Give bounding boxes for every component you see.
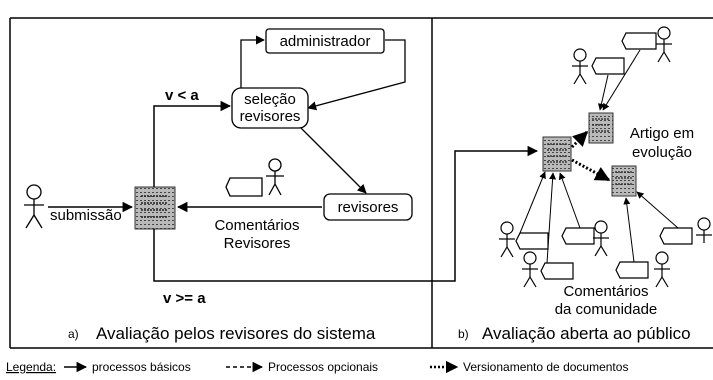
revisores-node: revisores — [323, 193, 413, 221]
arrow-to-administrador — [240, 35, 265, 90]
comment-link-1 — [519, 171, 546, 234]
artigo-label-2: evolução — [632, 144, 692, 161]
arrow-admin-back — [307, 39, 406, 111]
comment-link-3 — [546, 172, 557, 264]
administrador-node: administrador — [265, 28, 385, 54]
legend-title: Legenda: — [6, 360, 56, 374]
comment-link-top-2 — [597, 74, 609, 111]
arrow-to-revisores — [299, 126, 367, 194]
selecao-label-1: seleção — [244, 91, 296, 108]
reviewer-icon — [225, 158, 284, 197]
evolving-document-icon-2 — [611, 165, 637, 197]
evolving-document-icon-1 — [588, 112, 614, 144]
legend-item-optional: Processos opcionais — [268, 360, 378, 374]
legend-item-basic: processos básicos — [92, 360, 191, 374]
comentarios-label-2: Revisores — [224, 235, 291, 252]
submissao-label: submissão — [50, 207, 122, 224]
selecao-revisores-node: seleção revisores — [231, 87, 309, 129]
submitter-icon — [24, 184, 44, 229]
public-document-icon — [542, 136, 572, 172]
submitted-document-icon — [134, 186, 176, 230]
arrow-to-public — [153, 145, 539, 282]
comunidade-label-2: da comunidade — [555, 301, 658, 318]
legend-item-versioning: Versionamento de documentos — [463, 360, 628, 374]
artigo-label-1: Artigo em — [630, 125, 694, 142]
caption-b-letter: b) — [458, 327, 469, 341]
community-member-icon — [572, 26, 672, 85]
comment-link-4 — [623, 197, 635, 263]
legend: Legenda: processos básicos Processos opc… — [6, 360, 628, 374]
selecao-label-2: revisores — [240, 108, 301, 125]
caption-a-letter: a) — [68, 327, 79, 341]
v-ge-a-label: v >= a — [163, 290, 206, 307]
revisores-label: revisores — [338, 199, 399, 216]
panel-a-frame — [9, 17, 713, 349]
arrow-to-selecao — [153, 100, 232, 187]
community-members-bottom — [499, 217, 712, 288]
comment-link-5 — [636, 191, 679, 229]
comentarios-label-1: Comentários — [214, 217, 299, 234]
comment-link-2 — [558, 172, 581, 229]
caption-b: Avaliação aberta ao público — [482, 324, 691, 343]
versioning-arrow-2 — [571, 158, 611, 182]
v-less-a-label: v < a — [165, 87, 199, 104]
comunidade-label-1: Comentários — [563, 283, 648, 300]
comment-link-top-1 — [602, 49, 641, 111]
versioning-arrow-1 — [570, 130, 589, 149]
administrador-label: administrador — [280, 33, 371, 50]
caption-a: Avaliação pelos revisores do sistema — [96, 324, 376, 343]
